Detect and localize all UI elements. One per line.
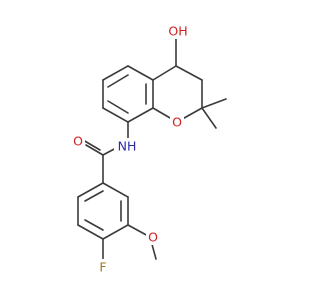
bond-carbonyl-double	[85, 144, 104, 156]
fluorine-label: F	[99, 260, 106, 275]
molecule-structure: OH O NH O F O	[71, 23, 227, 275]
chroman-ring-bonds	[102, 37, 227, 129]
bond	[77, 224, 104, 240]
bond	[77, 182, 104, 198]
bond	[102, 224, 129, 240]
bond	[152, 65, 177, 81]
amide-nh-label: NH	[118, 139, 137, 154]
bond	[127, 65, 154, 81]
bond	[102, 65, 129, 81]
bond-methyl	[201, 98, 227, 109]
methoxy-oxygen-label: O	[148, 230, 158, 245]
bond	[175, 65, 203, 81]
bond-carbonyl-double	[82, 139, 101, 151]
bond-double-inner	[84, 190, 104, 202]
carbonyl-oxygen-label: O	[73, 134, 83, 149]
bond	[127, 107, 154, 123]
bond-methyl	[201, 107, 217, 129]
hydroxyl-label: OH	[168, 24, 187, 39]
bond	[102, 107, 129, 123]
atom-labels: OH O NH O F O	[71, 23, 191, 275]
bond-double-inner	[107, 74, 129, 88]
bond-double-inner	[107, 100, 129, 114]
ring-oxygen-label: O	[172, 115, 182, 130]
bond	[102, 182, 129, 198]
benzene-ring-bonds	[77, 182, 157, 263]
bond-double-inner	[84, 219, 104, 231]
